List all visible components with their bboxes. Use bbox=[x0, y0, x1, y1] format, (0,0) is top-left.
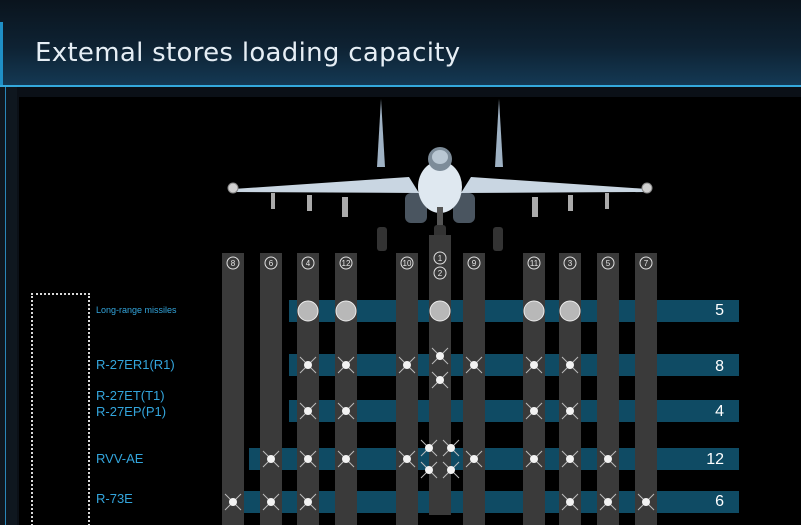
station-badge-ring bbox=[639, 256, 653, 270]
missile-front-icon bbox=[525, 356, 543, 374]
station-number: 1 bbox=[438, 254, 443, 263]
missile-front-icon bbox=[442, 461, 460, 479]
station-badge-ring bbox=[301, 256, 315, 270]
missile-front-icon bbox=[299, 493, 317, 511]
store-count-r27et-ep: 4 bbox=[715, 403, 724, 420]
missile-front-icon bbox=[599, 450, 617, 468]
store-count-long-range: 5 bbox=[715, 302, 724, 319]
missile-front-icon bbox=[431, 371, 449, 389]
missile-front-icon bbox=[465, 450, 483, 468]
missile-front-icon bbox=[398, 356, 416, 374]
station-badge-ring bbox=[400, 256, 414, 270]
station-number: 2 bbox=[438, 269, 443, 278]
missile-front-icon bbox=[299, 356, 317, 374]
pylon-column bbox=[635, 253, 657, 525]
missile-front-icon bbox=[337, 450, 355, 468]
missile-front-icon bbox=[442, 439, 460, 457]
missile-front-icon bbox=[299, 402, 317, 420]
station-badge-ring bbox=[339, 256, 353, 270]
store-label-rvv-ae: RVV-AE bbox=[96, 451, 144, 466]
missile-front-icon bbox=[262, 493, 280, 511]
missile-front-icon bbox=[297, 300, 319, 322]
missile-front-icon bbox=[561, 402, 579, 420]
missile-front-icon bbox=[335, 300, 357, 322]
station-badge-ring bbox=[527, 256, 541, 270]
station-number: 7 bbox=[644, 259, 649, 268]
missile-front-icon bbox=[561, 450, 579, 468]
station-number: 6 bbox=[269, 259, 274, 268]
missile-front-icon bbox=[637, 493, 655, 511]
station-badge-ring bbox=[433, 251, 447, 265]
station-badge-ring bbox=[563, 256, 577, 270]
page-title: Extemal stores loading capacity bbox=[35, 38, 461, 68]
header-accent-bar bbox=[0, 22, 3, 86]
pylon-column bbox=[523, 253, 545, 525]
page-header: Extemal stores loading capacity bbox=[0, 0, 801, 86]
missile-front-icon bbox=[561, 493, 579, 511]
side-strip bbox=[0, 87, 17, 525]
station-number: 11 bbox=[530, 259, 539, 268]
missile-front-icon bbox=[299, 450, 317, 468]
pylon-column bbox=[297, 253, 319, 525]
pylon-column bbox=[260, 253, 282, 525]
station-badge-ring bbox=[433, 266, 447, 280]
pylon-column bbox=[463, 253, 485, 525]
side-accent-line bbox=[5, 87, 6, 525]
missile-front-icon bbox=[465, 356, 483, 374]
missile-front-icon bbox=[429, 300, 451, 322]
store-count-r73e: 6 bbox=[715, 493, 724, 510]
missile-front-icon bbox=[420, 439, 438, 457]
selection-frame bbox=[31, 293, 90, 525]
store-label-r73e: R-73E bbox=[96, 491, 133, 506]
station-number: 12 bbox=[342, 259, 351, 268]
station-number: 10 bbox=[403, 259, 412, 268]
store-label-long-range: Long-range missiles bbox=[96, 305, 177, 315]
station-badge-ring bbox=[601, 256, 615, 270]
missile-front-icon bbox=[398, 450, 416, 468]
pylon-column bbox=[335, 253, 357, 525]
station-number: 3 bbox=[568, 259, 573, 268]
store-count-r27er1: 8 bbox=[715, 358, 724, 375]
store-label-r27et: R-27ET(T1) bbox=[96, 388, 165, 403]
pylon-column bbox=[597, 253, 619, 525]
pylon-column bbox=[559, 253, 581, 525]
missile-front-icon bbox=[337, 402, 355, 420]
pylon-column bbox=[222, 253, 244, 525]
station-number: 5 bbox=[606, 259, 611, 268]
station-number: 9 bbox=[472, 259, 477, 268]
missile-front-icon bbox=[431, 347, 449, 365]
missile-front-icon bbox=[561, 356, 579, 374]
missile-front-icon bbox=[525, 402, 543, 420]
missile-front-icon bbox=[523, 300, 545, 322]
pylon-column bbox=[396, 253, 418, 525]
missile-front-icon bbox=[599, 493, 617, 511]
missile-front-icon bbox=[337, 356, 355, 374]
store-label-r27ep: R-27EP(P1) bbox=[96, 404, 167, 419]
missile-front-icon bbox=[420, 461, 438, 479]
store-count-rvv-ae: 12 bbox=[706, 451, 724, 468]
station-number: 8 bbox=[231, 259, 236, 268]
missile-front-icon bbox=[525, 450, 543, 468]
store-row-band bbox=[249, 448, 739, 470]
su-fighter-front-view-icon bbox=[227, 99, 653, 251]
station-badge-ring bbox=[226, 256, 240, 270]
header-divider bbox=[0, 85, 801, 87]
station-badge-ring bbox=[467, 256, 481, 270]
station-badge-ring bbox=[264, 256, 278, 270]
station-number: 4 bbox=[306, 259, 311, 268]
store-label-r27er1: R-27ER1(R1) bbox=[96, 357, 175, 372]
missile-front-icon bbox=[559, 300, 581, 322]
missile-front-icon bbox=[262, 450, 280, 468]
missile-front-icon bbox=[224, 493, 242, 511]
